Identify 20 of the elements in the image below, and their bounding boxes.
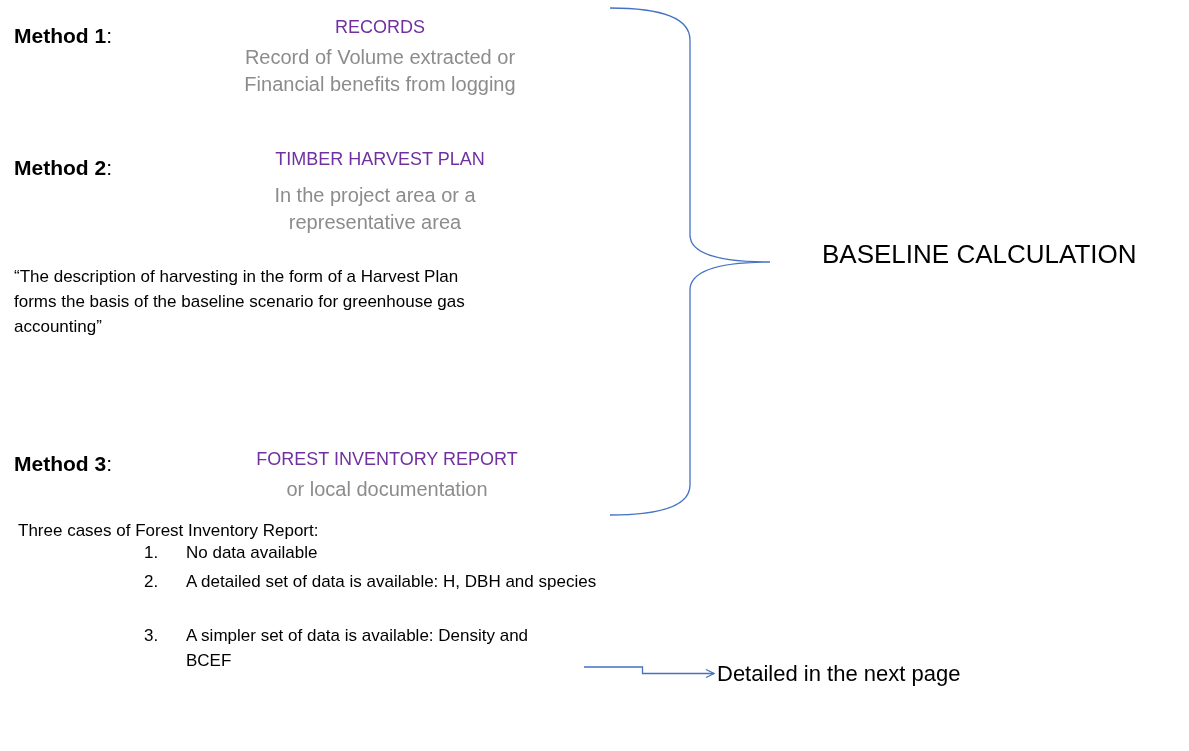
list-number: 1. [144,542,160,564]
method-heading: Method 2: [14,155,113,181]
section-heading: FOREST INVENTORY REPORT [255,448,519,471]
method-heading: Method 1: [14,23,113,49]
list-number: 3. [144,625,160,647]
list-item: A detailed set of data is available: H, DBH and species [186,571,598,593]
description-text: Record of Volume extracted or Financial benefits from logging [243,45,517,97]
section-heading: RECORDS [334,16,426,39]
list-item: A simpler set of data is available: Density and BCEF [186,623,576,673]
result-heading: BASELINE CALCULATION [822,241,1138,268]
description-text: or local documentation [285,477,489,502]
arrow [583,666,715,679]
method-heading: Method 3: [14,451,113,477]
section-heading: TIMBER HARVEST PLAN [274,148,486,171]
quote-text: “The description of harvesting in the form of a Harvest Plan forms the basis of the baseline scenario for greenhouse gas accounting” [14,266,466,338]
note-text: Detailed in the next page [717,660,961,687]
list-item: No data available [186,542,319,564]
description-text: In the project area or a representative area [273,183,477,235]
list-number: 2. [144,571,160,593]
intro-text: Three cases of Forest Inventory Report: [18,520,320,542]
